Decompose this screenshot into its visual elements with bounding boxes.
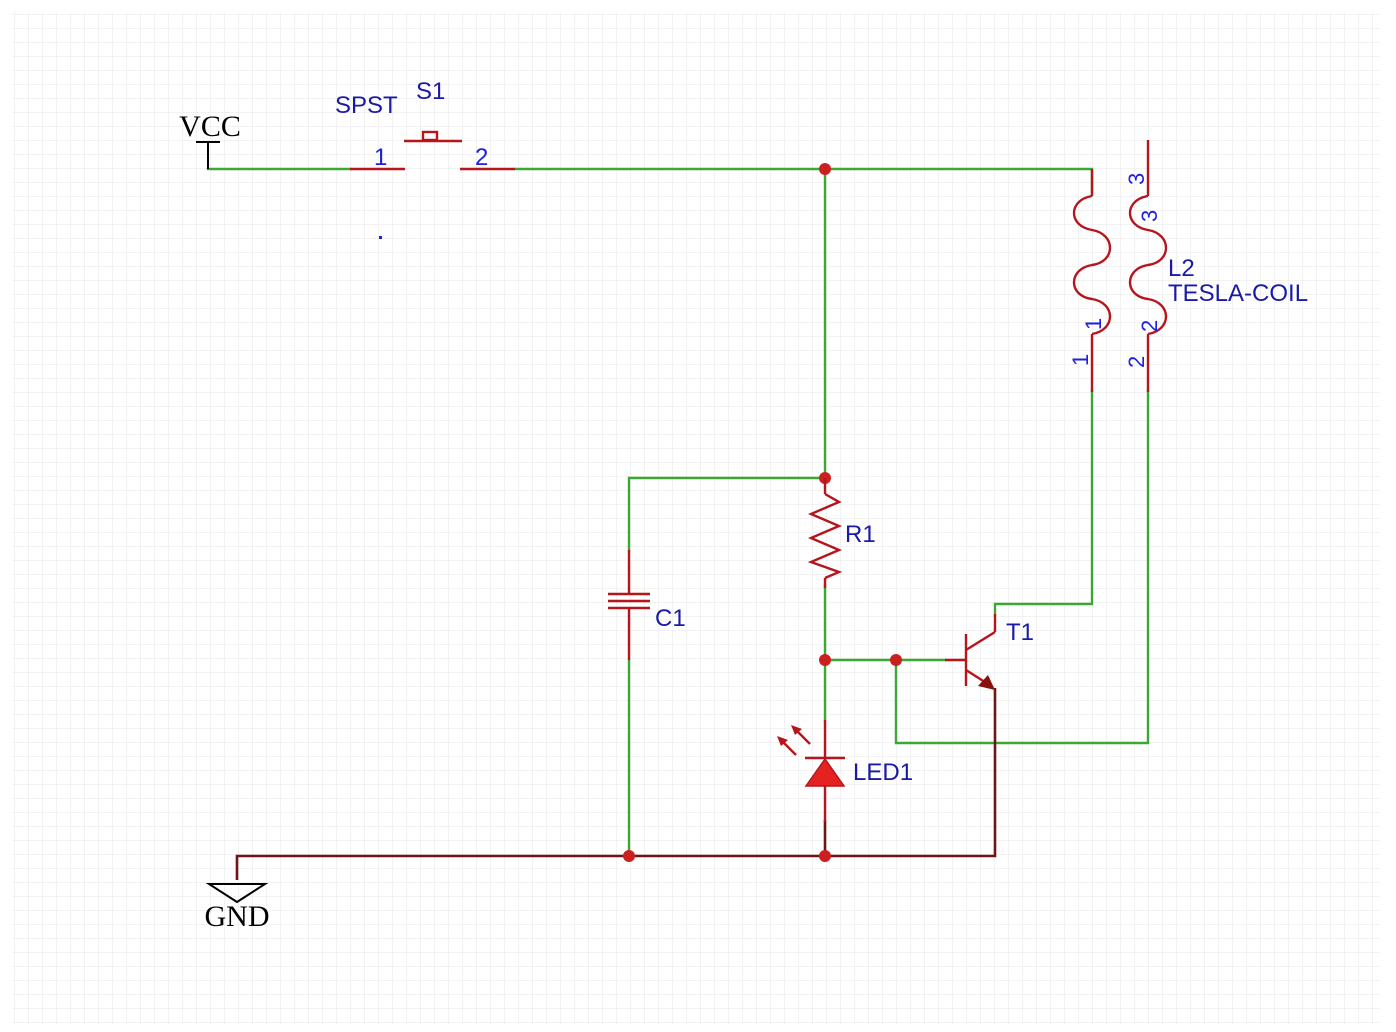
l2-pin1-inner: 1 — [1081, 318, 1106, 330]
junction-base[interactable] — [890, 654, 902, 666]
l2-pin2-inner: 2 — [1137, 320, 1162, 332]
l2-pin2-outer: 2 — [1124, 356, 1149, 368]
wire-ground-bus[interactable] — [235, 688, 997, 880]
transistor-t1[interactable]: T1 — [945, 614, 1034, 690]
inductor-l2[interactable]: L2 TESLA-COIL 1 1 2 2 3 3 — [1068, 140, 1308, 392]
wire-r1-to-c1[interactable] — [627, 476, 827, 552]
led1-ref-label: LED1 — [853, 759, 913, 786]
capacitor-c1[interactable]: C1 — [608, 550, 686, 660]
ground-symbol[interactable]: GND — [205, 883, 270, 933]
s1-pin1-label: 1 — [374, 144, 387, 171]
switch-s1[interactable]: SPST S1 1 2 — [335, 78, 515, 239]
grid-background — [12, 12, 1380, 1024]
vcc-symbol[interactable]: VCC — [179, 110, 241, 169]
junction-ground-led[interactable] — [819, 850, 831, 862]
l2-pin3-outer: 3 — [1124, 173, 1149, 185]
l2-pin1-outer: 1 — [1068, 354, 1093, 366]
s1-pin2-label: 2 — [475, 144, 488, 171]
wire-coil-pin1-to-collector[interactable] — [993, 388, 1094, 616]
emitter-arrow — [978, 675, 995, 690]
gnd-label: GND — [205, 900, 270, 933]
r1-ref-label: R1 — [845, 521, 876, 548]
l2-pin3-inner: 3 — [1137, 210, 1162, 222]
l2-value-label: TESLA-COIL — [1168, 280, 1308, 307]
l2-ref-label: L2 — [1168, 255, 1195, 282]
led-led1[interactable]: LED1 — [777, 720, 913, 822]
wire-coil-pin2-loop[interactable] — [894, 388, 1150, 745]
s1-type-label: SPST — [335, 92, 398, 119]
junction-r1-bottom[interactable] — [819, 654, 831, 666]
t1-ref-label: T1 — [1006, 619, 1034, 646]
junction-ground-c1[interactable] — [623, 850, 635, 862]
resistor-r1[interactable]: R1 — [807, 478, 876, 588]
c1-ref-label: C1 — [655, 605, 686, 632]
s1-ref-label: S1 — [416, 78, 445, 105]
junction-top[interactable] — [819, 163, 831, 175]
vcc-label: VCC — [179, 110, 241, 143]
